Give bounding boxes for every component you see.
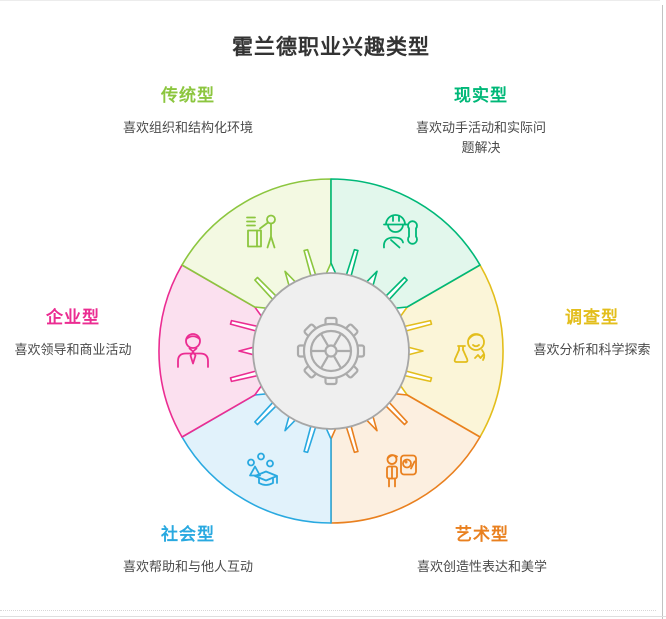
enterprising-desc: 喜欢领导和商业活动 (14, 341, 132, 357)
type-label-artistic: 艺术型 喜欢创造性表达和美学 (402, 525, 562, 577)
worker-wrench-icon (383, 214, 418, 249)
artistic-title: 艺术型 (455, 525, 509, 544)
type-label-conventional: 传统型 喜欢组织和结构化环境 (108, 86, 268, 138)
conventional-title: 传统型 (161, 86, 215, 105)
top-border-line (0, 0, 660, 1)
social-title: 社会型 (161, 525, 215, 544)
conventional-desc: 喜欢组织和结构化环境 (122, 119, 253, 135)
businessman-icon (177, 333, 209, 368)
graduation-people-icon (247, 452, 278, 486)
type-label-enterprising: 企业型 喜欢领导和商业活动 (0, 308, 153, 360)
type-label-social: 社会型 喜欢帮助和与他人互动 (108, 525, 268, 577)
type-label-investigative: 调查型 喜欢分析和科学探索 (512, 308, 666, 360)
wheel-segments (158, 178, 504, 524)
right-border-line (662, 5, 663, 619)
investigative-desc: 喜欢分析和科学探索 (533, 341, 651, 357)
bottom-border-line (0, 616, 666, 617)
scientist-flask-icon (453, 333, 486, 363)
bottom-dotted-guide (0, 610, 656, 611)
painter-palette-icon (386, 454, 417, 488)
page-title: 霍兰德职业兴趣类型 (232, 36, 430, 59)
social-desc: 喜欢帮助和与他人互动 (122, 558, 253, 574)
gear-icon (296, 316, 366, 386)
type-label-realistic: 现实型 喜欢动手活动和实际问题解决 (414, 86, 549, 158)
investigative-title: 调查型 (565, 308, 619, 327)
holland-wheel-diagram (158, 178, 504, 524)
enterprising-title: 企业型 (46, 308, 100, 327)
artistic-desc: 喜欢创造性表达和美学 (416, 558, 547, 574)
realistic-title: 现实型 (454, 86, 508, 105)
realistic-desc: 喜欢动手活动和实际问题解决 (415, 119, 546, 155)
organizer-desk-icon (246, 214, 276, 249)
